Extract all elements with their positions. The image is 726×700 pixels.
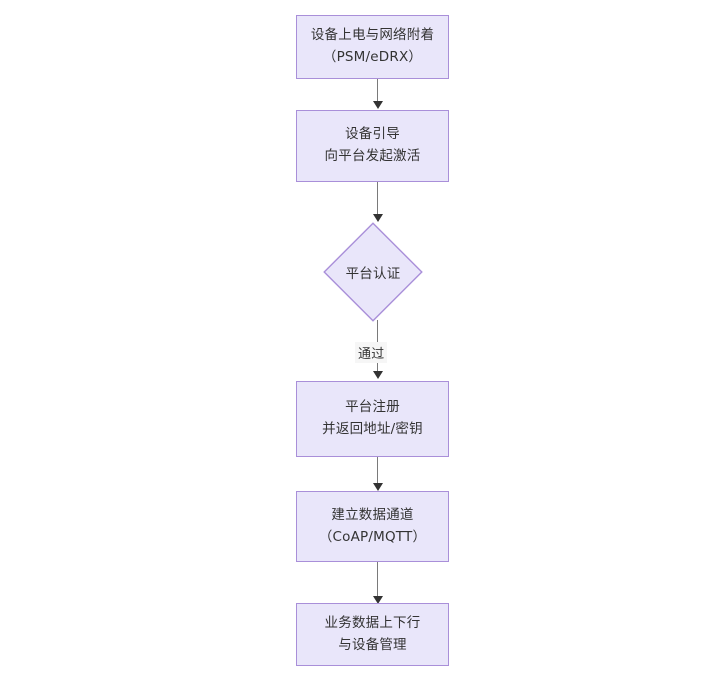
edge-line <box>377 182 379 216</box>
edge-line <box>377 562 379 598</box>
arrowhead-icon <box>372 483 383 491</box>
node-data-channel-line-1: 建立数据通道 <box>331 506 414 523</box>
arrowhead-icon <box>372 371 383 379</box>
node-bootstrap-line-2: 向平台发起激活 <box>324 148 421 164</box>
node-power-on-line-1: 设备上电与网络附着 <box>310 27 435 44</box>
edge-line <box>377 78 379 103</box>
node-platform-register-line-2: 并返回地址/密钥 <box>322 421 423 437</box>
edge-platform-register-to-data-channel <box>372 457 384 493</box>
edge-line <box>377 457 379 485</box>
node-power-on[interactable]: 设备上电与网络附着 （PSM/eDRX） <box>296 15 449 79</box>
diamond-shape-icon <box>323 222 423 322</box>
node-platform-register-line-1: 平台注册 <box>345 399 400 416</box>
node-bootstrap[interactable]: 设备引导 向平台发起激活 <box>296 110 449 182</box>
node-data-channel[interactable]: 建立数据通道 （CoAP/MQTT） <box>296 491 449 562</box>
node-service-data-line-2: 与设备管理 <box>338 636 407 653</box>
node-bootstrap-line-1: 设备引导 <box>345 126 400 143</box>
node-service-data[interactable]: 业务数据上下行 与设备管理 <box>296 603 449 666</box>
node-data-channel-line-2: （CoAP/MQTT） <box>318 528 427 545</box>
node-platform-register[interactable]: 平台注册 并返回地址/密钥 <box>296 381 449 457</box>
arrowhead-icon <box>372 596 383 604</box>
edge-power-on-to-bootstrap <box>372 78 384 110</box>
edge-label-pass: 通过 <box>355 342 388 363</box>
arrowhead-icon <box>372 214 383 222</box>
edge-data-channel-to-service-data <box>372 562 384 606</box>
edge-bootstrap-to-platform-auth <box>372 182 384 224</box>
node-service-data-line-1: 业务数据上下行 <box>324 614 421 631</box>
node-power-on-line-2: （PSM/eDRX） <box>322 49 423 65</box>
node-platform-auth[interactable]: 平台认证 <box>323 222 423 322</box>
arrowhead-icon <box>372 101 383 109</box>
